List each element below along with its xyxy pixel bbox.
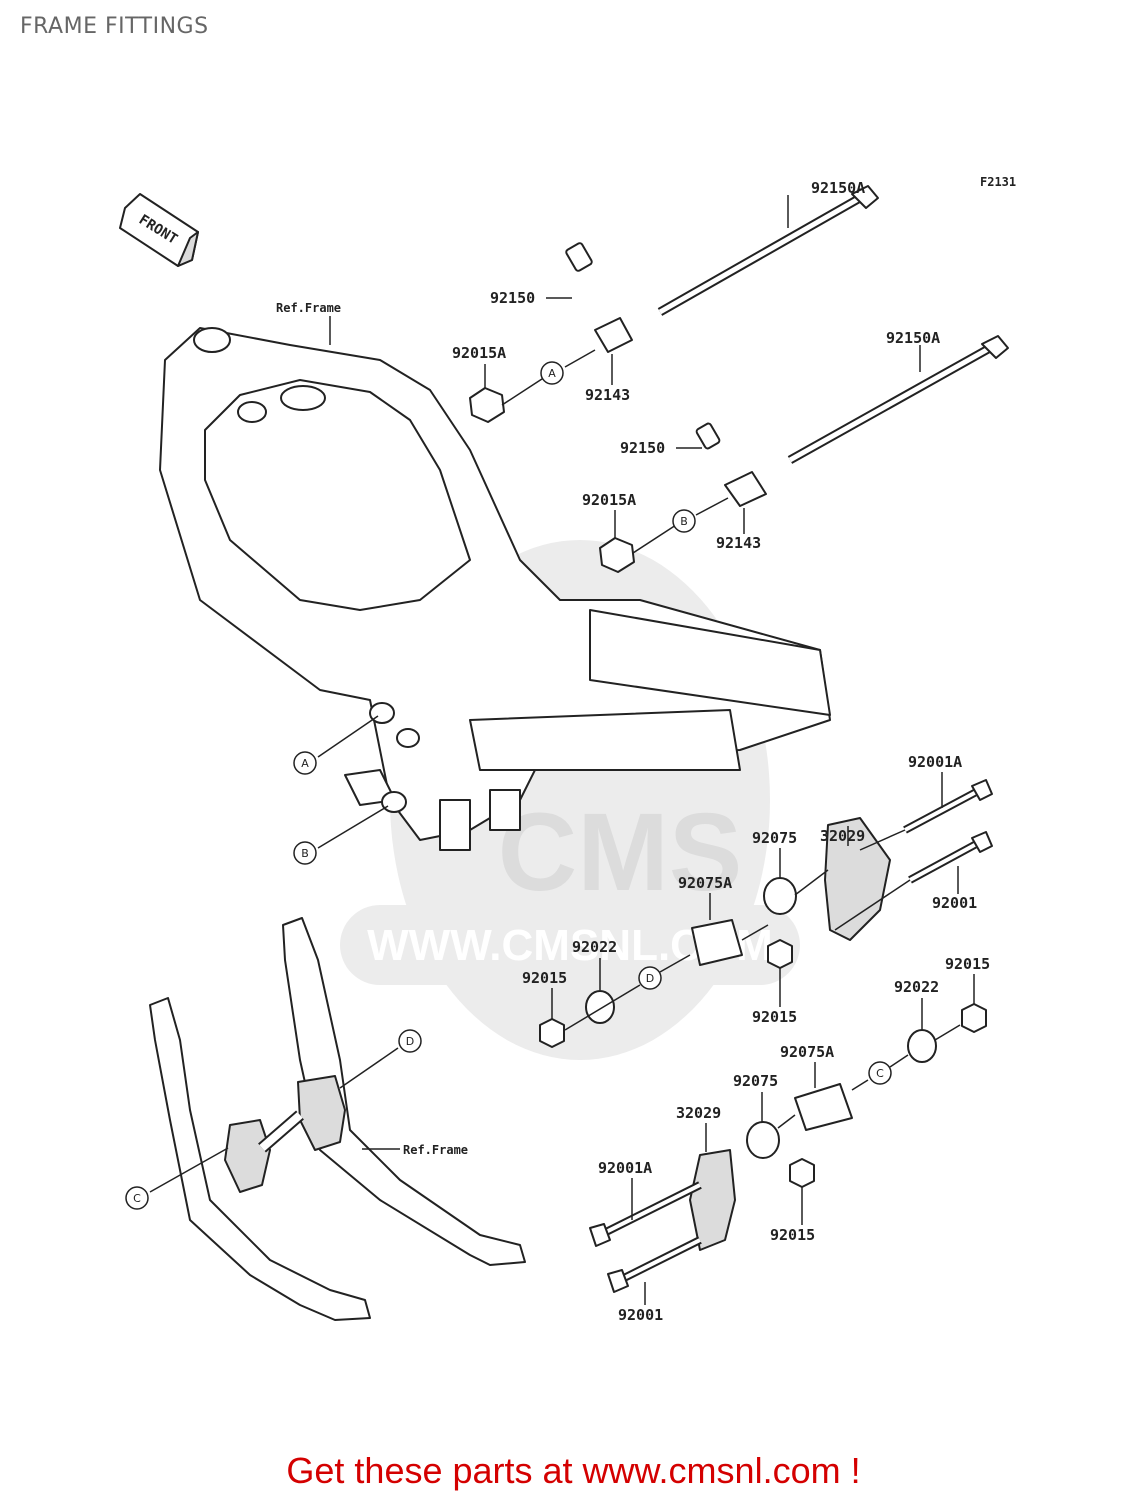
callout-c-parts-text: C	[876, 1067, 884, 1080]
bracket-32029-r2	[689, 1149, 736, 1251]
lower-frame-rails	[149, 917, 526, 1321]
part-92001-r: 92001	[932, 894, 977, 912]
nut-92015A-top	[469, 387, 505, 423]
callout-c-frame-text: C	[133, 1192, 141, 1205]
callout-d-frame-text: D	[406, 1035, 414, 1048]
mount-boss-b	[381, 791, 407, 813]
bolt-92150-top	[565, 242, 593, 272]
part-92143-top: 92143	[585, 386, 630, 404]
part-92015-b: 92015	[770, 1226, 815, 1244]
steering-head	[193, 327, 231, 353]
part-92015-r3: 92015	[945, 955, 990, 973]
part-92022-r2: 92022	[894, 978, 939, 996]
part-92150-top: 92150	[490, 289, 535, 307]
ref-frame-top-label: Ref.Frame	[276, 301, 341, 315]
ref-frame-bottom-label: Ref.Frame	[403, 1143, 468, 1157]
part-32029-r: 32029	[820, 827, 865, 845]
footer-promo-link[interactable]: Get these parts at www.cmsnl.com !	[286, 1450, 861, 1491]
collar-92143-top	[594, 317, 633, 353]
nut-92015-r1	[767, 939, 793, 969]
nut-92015-r3	[961, 1003, 987, 1033]
part-92001A-r: 92001A	[908, 753, 962, 771]
collar-92143-mid	[724, 471, 767, 507]
washer-92075-r2	[746, 1121, 780, 1159]
damper-92075A-r	[691, 919, 743, 966]
nut-92015-b	[789, 1158, 815, 1188]
bolt-92150-mid	[695, 422, 721, 450]
bolt-92001A-b	[589, 1223, 611, 1247]
top-bolt-group	[469, 185, 879, 423]
part-92150A-top: 92150A	[811, 179, 865, 197]
part-92015A-mid: 92015A	[582, 491, 636, 509]
callout-a-frame-text: A	[301, 757, 309, 770]
watermark-logo: CMS	[498, 791, 742, 914]
callout-a-parts-text: A	[548, 367, 556, 380]
callout-c-frame	[125, 1186, 149, 1210]
part-92001A-b: 92001A	[598, 1159, 652, 1177]
callout-d-frame	[398, 1029, 422, 1053]
bracket-32029-r	[824, 817, 891, 941]
washer-92075-r	[763, 877, 797, 915]
part-92022-r: 92022	[572, 938, 617, 956]
callout-b-frame-text: B	[301, 847, 309, 860]
callout-d-parts-text: D	[646, 972, 654, 985]
callout-c-parts	[868, 1061, 892, 1085]
callout-a-parts	[540, 361, 564, 385]
callout-b-frame	[293, 841, 317, 865]
bolt-92001-b	[607, 1269, 629, 1293]
callout-d-parts	[638, 966, 662, 990]
callout-b-parts-text: B	[680, 515, 688, 528]
part-92015-r1: 92015	[522, 969, 567, 987]
washer-92022-r	[585, 990, 615, 1024]
front-arrow-icon: FRONT	[119, 193, 199, 267]
part-92001-b: 92001	[618, 1306, 663, 1324]
part-92075-r: 92075	[752, 829, 797, 847]
mount-group-d	[539, 779, 993, 1048]
mid-bolt-group	[599, 335, 1009, 573]
part-92075A-r: 92075A	[678, 874, 732, 892]
callout-b-parts	[672, 509, 696, 533]
callout-a-frame	[293, 751, 317, 775]
part-92150-mid: 92150	[620, 439, 665, 457]
part-92075-r2: 92075	[733, 1072, 778, 1090]
parts-diagram: CMS WWW.CMSNL.COM F2131 FRONT Ref.Frame …	[119, 175, 1016, 1324]
part-92150A-mid: 92150A	[886, 329, 940, 347]
mount-group-c	[589, 1003, 987, 1293]
part-92015-r2: 92015	[752, 1008, 797, 1026]
bolt-92001A-r	[971, 779, 993, 801]
part-92143-mid: 92143	[716, 534, 761, 552]
part-92075A-r2: 92075A	[780, 1043, 834, 1061]
watermark-band	[340, 905, 800, 985]
bolt-92001-r	[971, 831, 993, 853]
part-92015A-top: 92015A	[452, 344, 506, 362]
washer-92022-r2	[907, 1029, 937, 1063]
nut-92015-r2	[539, 1018, 565, 1048]
page-title: FRAME FITTINGS	[20, 14, 209, 39]
main-frame	[159, 327, 831, 851]
mount-boss-a	[369, 702, 395, 724]
figure-code: F2131	[980, 175, 1016, 189]
part-32029-r2: 32029	[676, 1104, 721, 1122]
damper-92075A-r2	[794, 1083, 853, 1131]
